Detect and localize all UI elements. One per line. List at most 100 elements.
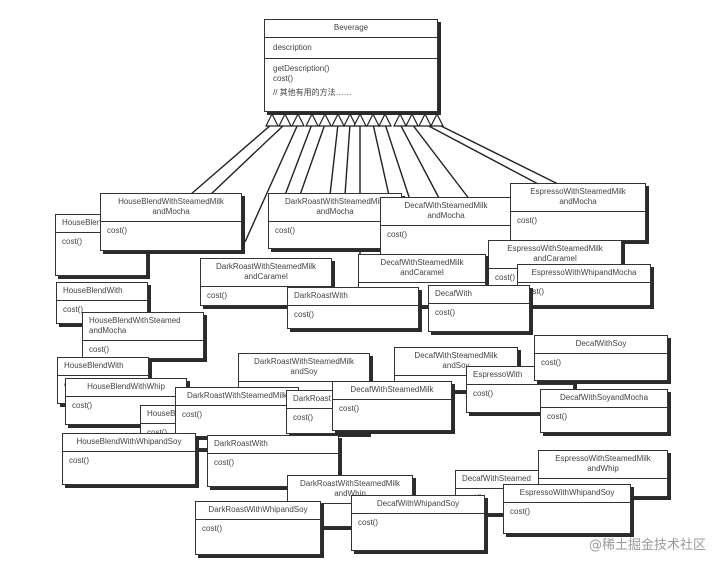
inheritance-arrowhead [393,112,407,127]
subclass-method: cost() [517,216,537,225]
inheritance-arrowhead [278,112,292,127]
subclass-name: DecafWithSoyandMocha [541,390,667,408]
subclass-method: cost() [473,389,493,398]
subclass-box: DarkRoastWithSteamedMilk andCaramel cost(… [200,258,332,306]
subclass-method: cost() [182,410,202,419]
subclass-method: cost() [207,291,227,300]
subclass-box: DarkRoastWith cost() [207,435,339,487]
inheritance-arrowhead [305,112,319,127]
subclass-method: cost() [510,507,530,516]
inheritance-arrowhead [331,112,345,127]
subclass-name: DecafWithSteamedMilk [333,382,451,400]
inheritance-line [372,123,391,201]
subclass-name: HouseBlendWith [57,283,147,301]
inheritance-line [329,123,339,196]
inheritance-line [344,123,351,196]
inheritance-line [436,123,561,186]
subclass-box: DecafWithWhipandSoy cost() [351,495,485,551]
subclass-method: cost() [387,230,407,239]
subclass-method: cost() [293,413,313,422]
subclass-name: EspressoWithSteamedMilk andMocha [511,184,645,212]
subclass-name: DarkRoast [287,391,367,409]
subclass-method: cost() [294,310,314,319]
subclass-box: DarkRoastWithSteamedMilk andMocha cost() [268,193,402,249]
subclass-method: cost() [63,305,83,314]
subclass-name: EspressoWithWhipandMocha [518,265,650,283]
subclass-name: HouseBlendWithWhip [66,379,186,397]
subclass-name: DarkRoastWithSteamedMilk [176,388,298,406]
subclass-box: EspressoWithSteamedMilk andMocha cost() [510,183,646,241]
subclass-method: cost() [107,226,127,235]
subclass-box: HouseBlendWithWhip cost() [65,378,187,425]
inheritance-line [284,123,313,196]
subclass-name: DarkRoastWithSteamedMilk andMocha [269,194,401,222]
inheritance-line [244,123,299,243]
inheritance-arrowhead [430,112,444,127]
inheritance-arrowhead [265,112,279,127]
inheritance-arrowhead [343,112,357,127]
beverage-method: getDescription() [273,64,330,73]
subclass-method: cost() [275,226,295,235]
subclass-method: cost() [89,345,109,354]
subclass-name: HouseBlendWithSteamed andMocha [83,313,203,341]
inheritance-arrowhead [318,112,332,127]
subclass-name: EspressoWithSteamedMilk andWhip [539,451,667,479]
subclass-box: DecafWith cost() [428,285,530,332]
subclass-method: cost() [339,404,359,413]
inheritance-arrowhead [405,112,419,127]
subclass-name: DarkRoastWithSteamedMilk andSoy [239,354,369,382]
subclass-name: DecafWithSteamedMilk andSoy [395,348,517,376]
beverage-method: // 其他有用的方法…… [273,88,352,97]
subclass-name: DecafWithWhipandSoy [352,496,484,514]
inheritance-arrowhead [353,112,367,127]
subclass-box: HouseBlendWithWhipandSoy cost() [62,433,196,485]
subclass-box: DecafWithSoy cost() [534,335,668,381]
inheritance-line [299,123,326,196]
subclass-method: cost() [541,358,561,367]
inheritance-arrowhead [418,112,432,127]
inheritance-line [411,123,471,201]
subclass-name: DarkRoastWithSteamedMilk andCaramel [201,259,331,287]
subclass-name: DecafWith [429,286,529,304]
subclass-name: EspressoWithWhipandSoy [504,485,630,503]
beverage-method: cost() [273,74,293,83]
subclass-method: cost() [72,401,92,410]
subclass-box: DarkRoastWith cost() [287,287,419,329]
subclass-name: DecafWithSoy [535,336,667,354]
subclass-box: HouseBlendWithSteamedMilk andMocha cost() [100,193,242,251]
subclass-method: cost() [69,456,89,465]
subclass-method: cost() [435,308,455,317]
subclass-method: cost() [495,273,515,282]
subclass-box: DarkRoastWithSteamedMilk cost() [175,387,299,437]
subclass-box: DecafWithSteamedMilk cost() [332,381,452,431]
inheritance-line [384,123,411,201]
subclass-name: EspressoWith [467,367,573,385]
beverage-methods: getDescription() cost() // 其他有用的方法…… [265,59,437,103]
beverage-class-name: Beverage [265,20,437,38]
subclass-method: cost() [358,518,378,527]
inheritance-arrowhead [291,112,305,127]
subclass-name: DarkRoastWith [288,288,418,306]
subclass-name: HouseBlendWith [58,358,148,376]
subclass-name: DarkRoastWithSteamedMilk andWhip [288,476,412,504]
inheritance-line [189,123,273,196]
subclass-name: DecafWithSteamedMilk andCaramel [359,255,485,283]
beverage-attribute: description [265,38,437,59]
subclass-name: DarkRoastWithWhipandSoy [196,502,320,520]
subclass-name: DecafWithSteamedMilk andMocha [381,198,511,226]
subclass-name: HouseBlendWithSteamedMilk andMocha [101,194,241,222]
inheritance-line [399,123,441,201]
inheritance-line [209,123,286,196]
inheritance-arrowhead [366,112,380,127]
beverage-class: Beverage description getDescription() co… [264,19,438,112]
subclass-name: DarkRoastWith [208,436,338,454]
subclass-name: HouseBlendWithWhipandSoy [63,434,195,452]
subclass-method: cost() [62,237,82,246]
inheritance-arrowhead [378,112,392,127]
subclass-method: cost() [214,458,234,467]
